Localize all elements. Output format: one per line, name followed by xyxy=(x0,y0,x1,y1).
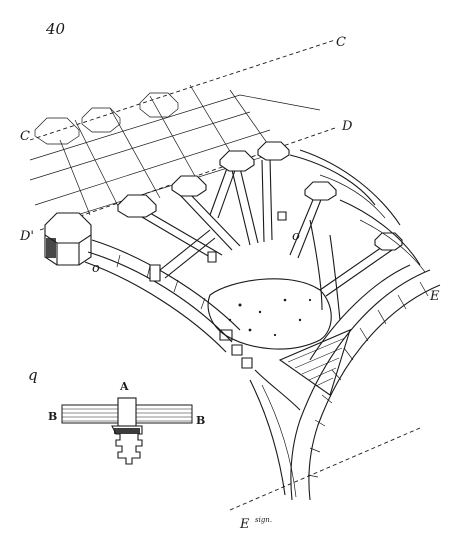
label-o-left: o xyxy=(92,261,100,276)
figure-number: 40 xyxy=(45,20,66,38)
pillar-capitals xyxy=(117,141,403,282)
lower-arch xyxy=(249,379,297,498)
label-c-left: C xyxy=(20,129,30,144)
web-curves xyxy=(289,149,426,321)
label-c-right: C xyxy=(336,35,346,50)
label-d-left: D' xyxy=(19,229,34,244)
detail-mark: q xyxy=(28,366,38,384)
corner-pier xyxy=(44,212,92,266)
cut-section xyxy=(219,329,351,411)
left-arch xyxy=(84,239,241,353)
paving-grid xyxy=(29,84,321,226)
artist-signature: sign. xyxy=(255,516,272,524)
label-b-left: B xyxy=(48,410,57,423)
label-a: A xyxy=(119,380,129,393)
rib-section-detail: q xyxy=(28,366,193,465)
label-e-right: E xyxy=(429,289,440,304)
infill-rubble xyxy=(207,278,332,350)
line-e xyxy=(229,427,421,511)
line-c xyxy=(29,39,336,141)
label-o-right: o xyxy=(292,229,300,244)
label-b-right: B xyxy=(196,414,205,427)
right-arch xyxy=(290,264,441,501)
label-d-right: D xyxy=(341,119,353,134)
label-e-bottom: E xyxy=(239,517,250,532)
